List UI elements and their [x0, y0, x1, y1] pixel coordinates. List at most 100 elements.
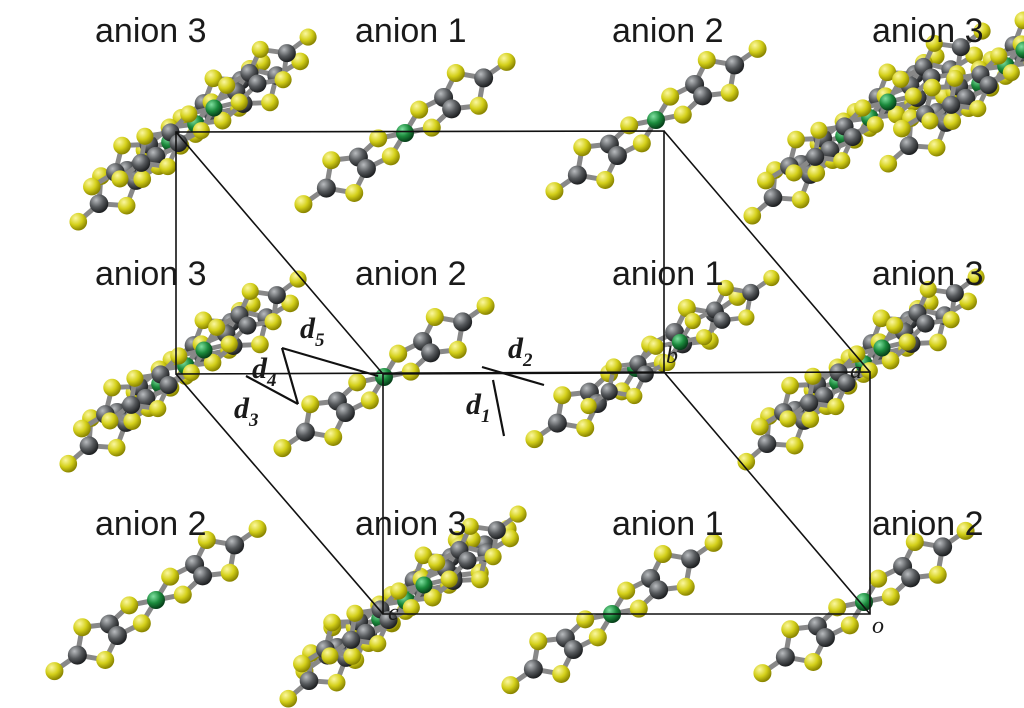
axis-label-b: b: [666, 343, 678, 369]
sulfur-atom: [785, 164, 803, 182]
sulfur-atom: [117, 196, 136, 215]
sulfur-atom: [423, 588, 442, 607]
contact-line-d4: [280, 347, 300, 405]
sulfur-atom: [720, 83, 739, 102]
sulfur-atom: [264, 313, 282, 331]
carbon-atom: [146, 146, 166, 166]
carbon-atom: [193, 566, 213, 586]
sulfur-atom: [738, 309, 755, 326]
sulfur-atom: [661, 87, 680, 106]
sulfur-atom: [1002, 64, 1020, 82]
sulfur-atom: [446, 64, 465, 83]
contact-labels: d5 d4 d3 d2 d1: [234, 312, 533, 431]
sulfur-atom: [737, 452, 756, 471]
sulfur-atom: [804, 367, 822, 385]
carbon-atom: [901, 568, 921, 588]
sulfur-atom: [73, 419, 91, 438]
metal-atom: [647, 111, 665, 129]
sulfur-atom: [943, 112, 962, 130]
carbon-atom: [725, 55, 745, 75]
sulfur-atom: [552, 664, 571, 683]
sulfur-atom: [323, 613, 341, 632]
carbon-atom: [79, 436, 99, 456]
carbon-atom: [169, 134, 188, 153]
carbon-atom: [942, 95, 961, 114]
carbon-atom: [600, 383, 618, 401]
carbon-atom: [843, 128, 862, 147]
sulfur-atom: [757, 171, 775, 190]
sulfur-atom: [279, 689, 298, 708]
sulfur-atom: [878, 63, 897, 82]
anion-molecule: [921, 41, 1024, 130]
carbon-atom: [107, 626, 127, 646]
carbon-atom: [342, 630, 361, 649]
carbon-atom: [607, 146, 627, 166]
carbon-atom: [693, 86, 713, 106]
sulfur-atom: [261, 93, 279, 112]
sulfur-atom: [230, 93, 248, 111]
molecule-layer: [45, 11, 1024, 708]
sulfur-atom: [779, 410, 797, 428]
sulfur-atom: [969, 100, 987, 118]
sulfur-atom: [696, 329, 713, 346]
sulfur-atom: [676, 577, 695, 596]
sulfur-atom: [942, 311, 960, 329]
sulfur-atom: [133, 170, 152, 188]
carbon-atom: [757, 434, 777, 454]
contact-label-d5: d5: [300, 312, 325, 351]
sulfur-atom: [321, 647, 339, 665]
sulfur-atom: [785, 436, 804, 455]
anion-molecule: [273, 296, 495, 458]
carbon-atom: [713, 311, 731, 329]
sulfur-atom: [928, 565, 947, 584]
sulfur-atom: [965, 46, 983, 65]
sulfur-atom: [704, 533, 723, 552]
sulfur-atom: [170, 347, 188, 365]
sulfur-atom: [904, 87, 922, 105]
anion-label: anion 1: [612, 505, 724, 543]
carbon-atom: [421, 343, 441, 363]
anion-molecule: [294, 52, 516, 214]
sulfur-atom: [208, 318, 226, 336]
sulfur-atom: [854, 99, 872, 117]
anion-label: anion 3: [95, 255, 207, 293]
sulfur-atom: [448, 340, 467, 359]
carbon-atom: [487, 521, 506, 540]
carbon-atom: [132, 153, 151, 172]
metal-atom: [205, 99, 223, 117]
carbon-atom: [299, 671, 319, 691]
sulfur-atom: [501, 529, 519, 548]
sulfur-atom: [545, 182, 564, 201]
anion-molecule: [101, 270, 307, 430]
metal-atom: [1015, 41, 1024, 59]
sulfur-atom: [294, 195, 313, 214]
sulfur-atom: [605, 358, 622, 375]
sulfur-atom: [484, 548, 502, 566]
sulfur-atom: [629, 599, 648, 618]
anion-label: anion 3: [872, 255, 984, 293]
sulfur-atom: [123, 412, 142, 430]
sulfur-atom: [471, 570, 489, 589]
carbon-atom: [267, 286, 286, 305]
sulfur-atom: [45, 662, 64, 681]
carbon-atom: [945, 284, 964, 303]
sulfur-atom: [461, 517, 479, 535]
contact-lines: [245, 346, 545, 437]
sulfur-atom: [620, 116, 639, 135]
carbon-atom: [316, 178, 336, 198]
sulfur-atom: [69, 212, 88, 231]
sulfur-atom: [402, 599, 420, 617]
anion-label: anion 3: [872, 12, 984, 50]
carbon-atom: [563, 640, 583, 660]
sulfur-atom: [553, 386, 572, 405]
sulfur-atom: [83, 177, 101, 196]
sulfur-atom: [182, 364, 200, 382]
sulfur-atom: [751, 417, 769, 436]
carbon-atom: [933, 537, 953, 557]
carbon-atom: [820, 140, 840, 160]
sulfur-atom: [149, 400, 167, 418]
sulfur-atom: [787, 130, 805, 149]
sulfur-atom: [469, 96, 488, 115]
carbon-atom: [649, 580, 669, 600]
sulfur-atom: [833, 152, 851, 170]
